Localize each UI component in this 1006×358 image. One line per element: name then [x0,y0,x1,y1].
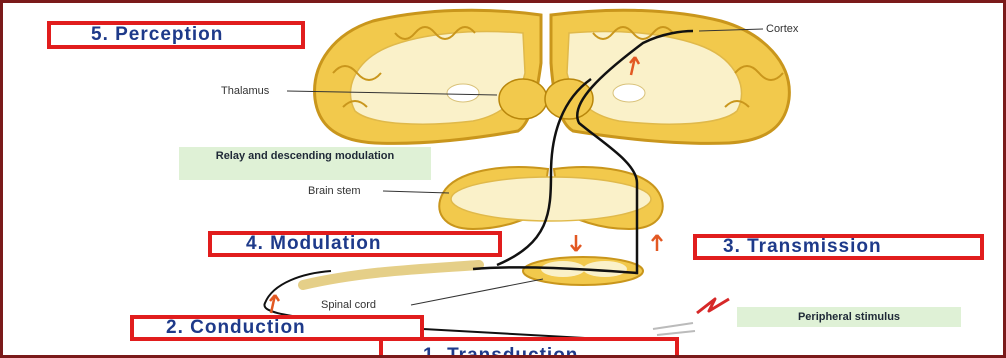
cortex-label: Cortex [766,23,798,35]
stage-transduction-label: 1. Transduction [423,345,578,358]
ventricle-left [447,84,479,102]
up-arrow-transmission-icon [652,235,662,251]
stage-modulation-label: 4. Modulation [246,233,381,255]
peripheral-stimulus-label: Peripheral stimulus [737,307,961,327]
down-arrow-modulation-icon [571,235,581,251]
brain-stem-label: Brain stem [308,185,361,197]
thalamus-left [499,79,547,119]
ventricle-right [613,84,645,102]
spinal-cord-label: Spinal cord [321,299,376,311]
relay-modulation-label: Relay and descending modulation [179,147,431,180]
spinal-cord-leader-line [411,279,543,305]
peripheral-nerve [303,265,479,285]
stage-transmission: 3. Transmission [693,234,984,260]
thalamus-label: Thalamus [221,85,269,97]
stage-modulation: 4. Modulation [208,231,502,257]
stage-perception: 5. Perception [47,21,305,49]
diagram-artwork [3,3,1003,355]
brain-stem-leader-line [383,191,449,193]
stage-perception-label: 5. Perception [91,24,223,46]
up-arrow-conduction-icon [270,295,279,313]
stage-transduction: 1. Transduction [379,337,679,358]
lightning-stimulus-icon [697,299,729,313]
stage-conduction-label: 2. Conduction [166,317,306,339]
stage-transmission-label: 3. Transmission [723,236,882,258]
stimulus-rays [653,323,695,335]
thalamus-right [545,79,593,119]
